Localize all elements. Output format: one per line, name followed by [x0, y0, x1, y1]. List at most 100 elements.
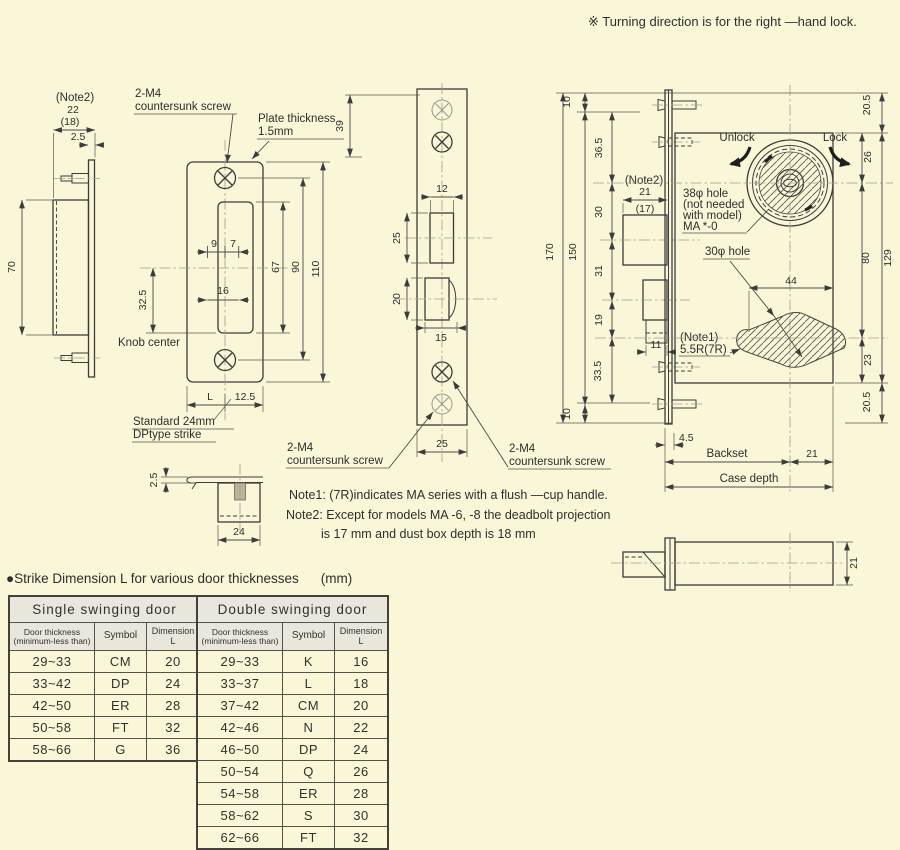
table-cell: S: [282, 804, 335, 827]
note2-text-cont: is 17 mm and dust box depth is 18 mm: [321, 527, 536, 541]
table-cell: G: [94, 738, 147, 762]
column-header-symbol: Symbol: [282, 622, 335, 651]
table-section-title: ●Strike Dimension L for various door thi…: [6, 571, 352, 586]
table-cell: L: [282, 672, 335, 695]
table-cell: 32: [146, 716, 201, 739]
dim-label: 10: [561, 96, 573, 108]
dim-label: 150: [567, 243, 579, 261]
screw-label: 2-M4: [287, 442, 314, 454]
screw-head-icon: [431, 393, 453, 415]
dim-label: 10: [561, 408, 573, 420]
table-cell: DP: [94, 672, 147, 695]
table-cell: ER: [282, 782, 335, 805]
table-cell: K: [282, 650, 335, 673]
dim-label: 9: [211, 238, 217, 250]
table-cell: 54~58: [196, 782, 283, 805]
hole-note-label: with model): [682, 210, 742, 222]
table-cell: 24: [334, 738, 389, 761]
column-header-line: (minimum-less than): [13, 635, 91, 646]
dim-label: 21: [806, 448, 818, 460]
screw-post: [652, 397, 703, 411]
screw-label: countersunk screw: [509, 456, 606, 468]
dim-label: 31: [593, 265, 605, 277]
hole-note-label: (not needed: [683, 199, 744, 211]
standard-strike-label: DPtype strike: [133, 429, 201, 441]
unlock-label: Unlock: [719, 132, 754, 144]
dim-label: 16: [217, 285, 229, 297]
column-header-thickness: Door thickness (minimum-less than): [8, 622, 95, 651]
single-swinging-door-table: Single swinging door Door thickness (min…: [8, 595, 201, 762]
dim-label: 25: [436, 438, 448, 450]
column-header-symbol: Symbol: [94, 622, 147, 651]
lock-label: Lock: [823, 132, 848, 144]
knob-center-label: Knob center: [118, 337, 180, 349]
note-ref-label: (Note2): [56, 92, 95, 104]
table-cell: 32: [334, 826, 389, 850]
dim-label: 44: [785, 275, 797, 287]
column-header-thickness: Door thickness (minimum-less than): [196, 622, 283, 651]
strike-side-view: (Note2) 22 (18) 2.5 70: [6, 92, 104, 378]
table-title: Single swinging door: [8, 595, 201, 623]
dim-label: 39: [334, 120, 346, 132]
dim-label: 70: [6, 261, 18, 273]
table-cell: 29~33: [8, 650, 95, 673]
table-cell: FT: [282, 826, 335, 850]
column-header-dimension: Dimension L: [146, 622, 201, 651]
screw-label: 2-M4: [509, 443, 536, 455]
dim-label: 2.5: [148, 473, 160, 488]
table-cell: DP: [282, 738, 335, 761]
table-cell: 30: [334, 804, 389, 827]
hole-note-label: MA *-0: [683, 221, 718, 233]
backset-label: Backset: [707, 448, 749, 460]
dim-label: 23: [862, 354, 874, 366]
dim-label: 2.5: [71, 131, 86, 143]
note-ref-label: (Note2): [625, 175, 664, 187]
table-cell: 42~46: [196, 716, 283, 739]
table-title: Double swinging door: [196, 595, 389, 623]
table-cell: 33~37: [196, 672, 283, 695]
dim-label: 15: [435, 332, 447, 344]
dim-label: 11: [651, 339, 662, 351]
screw-head-icon: [431, 99, 453, 121]
lockbody-side-view: 21: [611, 533, 860, 592]
dim-label: 110: [310, 260, 322, 277]
screw-label: countersunk screw: [287, 455, 384, 467]
dim-label: 80: [860, 252, 872, 264]
dim-label: 36.5: [593, 138, 605, 159]
diagram-svg: (Note2) 22 (18) 2.5 70 2-M4 countersunk …: [6, 83, 894, 592]
table-cell: 29~33: [196, 650, 283, 673]
table-cell: 20: [334, 694, 389, 717]
screw-post: [652, 135, 700, 149]
dustbox-view: 2.5 24: [148, 464, 263, 546]
dim-label: 25: [391, 232, 403, 244]
table-cell: CM: [94, 650, 147, 673]
dim-label: 21: [639, 186, 651, 198]
double-swinging-door-table: Double swinging door Door thickness (min…: [196, 595, 389, 850]
hole-note-label: 30φ hole: [705, 246, 750, 258]
dim-label: 90: [290, 261, 302, 273]
dim-label: 7: [230, 238, 236, 250]
screw-post: [652, 98, 703, 112]
table-cell: 50~58: [8, 716, 95, 739]
dim-label: 22: [67, 104, 79, 116]
dim-label: 129: [882, 249, 894, 267]
table-cell: FT: [94, 716, 147, 739]
screw-label: 2-M4: [135, 88, 162, 100]
screw-head-icon: [431, 131, 453, 153]
table-cell: 50~54: [196, 760, 283, 783]
faceplate-view: 39 12 25 20: [286, 83, 611, 470]
dim-label: 21: [848, 557, 860, 569]
column-header-line: Door thickness: [211, 626, 269, 637]
table-section-title-text: ●Strike Dimension L for various door thi…: [6, 571, 299, 586]
standard-strike-label: Standard 24mm: [133, 416, 215, 428]
table-cell: 16: [334, 650, 389, 673]
